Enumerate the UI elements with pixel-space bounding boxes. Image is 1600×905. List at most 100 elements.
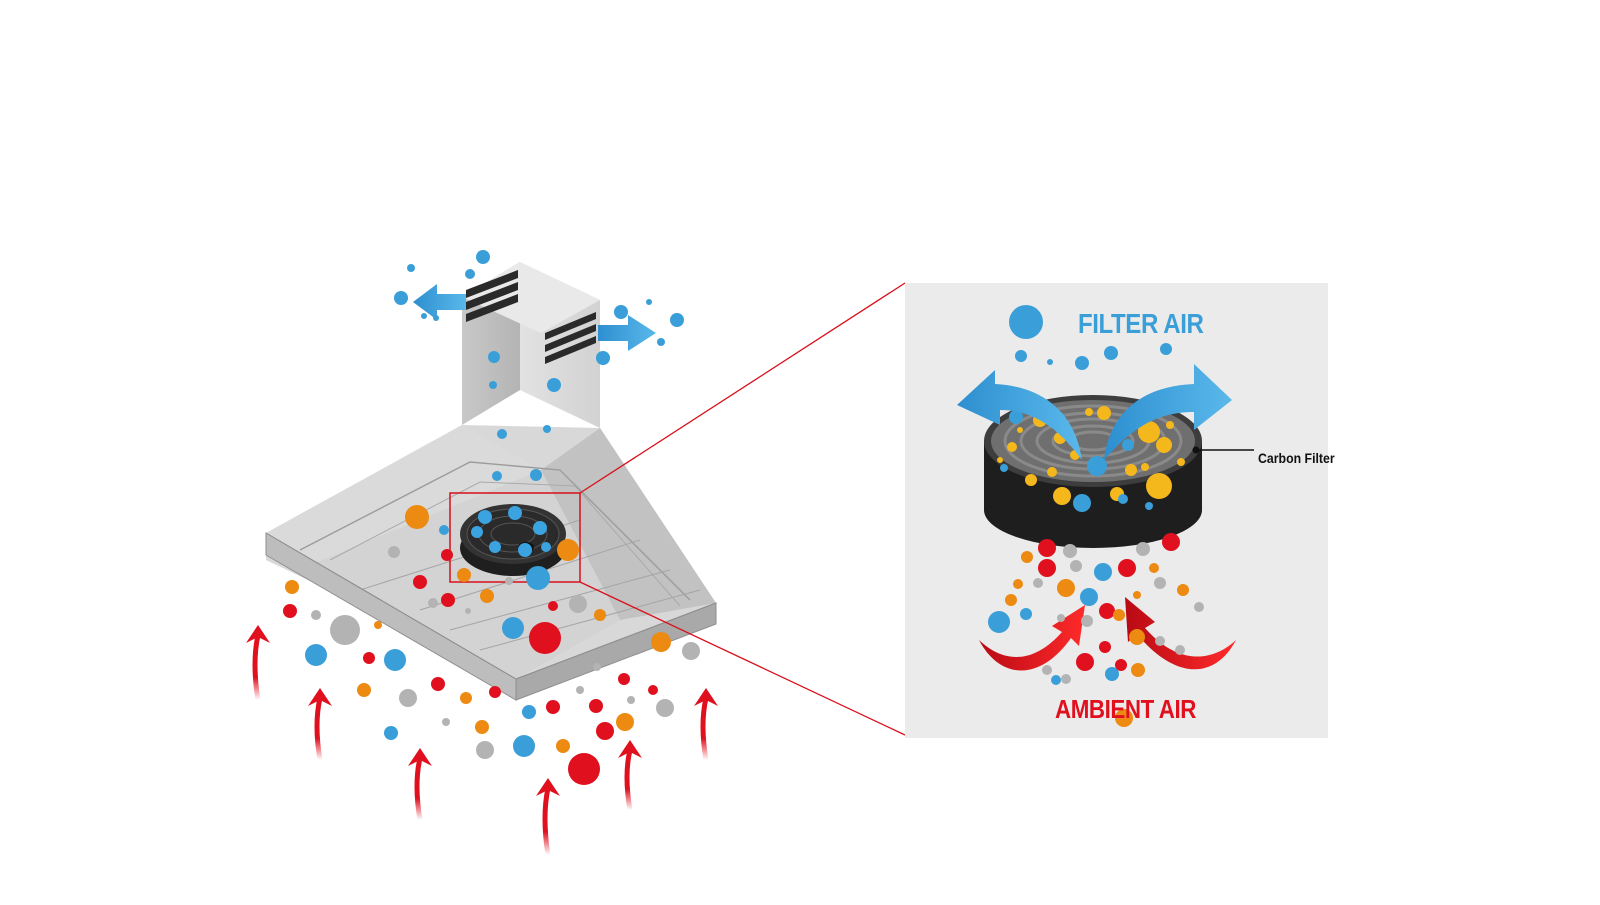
- callout-particle: [1051, 675, 1061, 685]
- air-particle: [502, 617, 524, 639]
- callout-particle: [1038, 559, 1056, 577]
- callout-particle: [1070, 560, 1082, 572]
- debris-particle: [1118, 494, 1128, 504]
- red-arrow-shaft: [542, 787, 551, 856]
- debris-particle: [1122, 439, 1134, 451]
- air-particle: [522, 705, 536, 719]
- air-particle: [627, 696, 635, 704]
- callout-lines: [579, 282, 906, 736]
- air-particle: [421, 313, 427, 319]
- debris-particle: [1146, 473, 1172, 499]
- exhaust-arrow-right: [598, 315, 656, 351]
- air-particle: [526, 566, 550, 590]
- callout-particle: [1129, 629, 1145, 645]
- debris-particle: [1138, 421, 1160, 443]
- air-particle: [413, 575, 427, 589]
- hood-carbon-filter: [460, 504, 566, 576]
- air-particle: [488, 351, 500, 363]
- callout-particle: [1047, 359, 1053, 365]
- air-particle: [547, 378, 561, 392]
- air-particle: [596, 722, 614, 740]
- callout-particle: [1075, 356, 1089, 370]
- hood-chimney: [462, 262, 600, 428]
- air-particle: [543, 425, 551, 433]
- air-particles: [283, 250, 700, 785]
- callout-particle: [1020, 608, 1032, 620]
- air-particle: [568, 753, 600, 785]
- filter-air-label: FILTER AIR: [1078, 308, 1204, 339]
- air-particle: [497, 429, 507, 439]
- air-particle: [480, 589, 494, 603]
- callout-particle: [1175, 645, 1185, 655]
- air-particle: [648, 685, 658, 695]
- callout-particle: [1076, 653, 1094, 671]
- callout-particle: [1113, 609, 1125, 621]
- callout-particle: [1133, 591, 1141, 599]
- air-particle: [596, 351, 610, 365]
- red-arrow-head: [246, 625, 270, 643]
- ambient-air-arrows: [246, 625, 718, 856]
- red-arrow-head: [694, 688, 718, 706]
- air-particle: [548, 601, 558, 611]
- air-particle: [457, 568, 471, 582]
- air-particle: [492, 471, 502, 481]
- callout-particle: [1099, 603, 1115, 619]
- exhaust-arrow-left: [413, 284, 466, 320]
- zoom-highlight-box: [449, 492, 581, 583]
- air-particle: [442, 718, 450, 726]
- air-particle: [460, 692, 472, 704]
- debris-particle: [1000, 464, 1008, 472]
- vent-slots-left: [466, 270, 518, 322]
- air-particle: [546, 700, 560, 714]
- debris-particle: [1085, 408, 1093, 416]
- filter-air-legend-dot: [1009, 305, 1043, 339]
- air-particle: [475, 720, 489, 734]
- red-arrow-shaft: [414, 757, 423, 821]
- air-particle: [439, 525, 449, 535]
- air-particle: [529, 622, 561, 654]
- air-particle: [428, 598, 438, 608]
- air-particle: [476, 741, 494, 759]
- filter-air-arrow-left: [957, 370, 1082, 460]
- air-particle: [614, 305, 628, 319]
- callout-particle: [1081, 615, 1093, 627]
- callout-particle: [1115, 659, 1127, 671]
- carbon-filter-closeup: [984, 395, 1202, 548]
- callout-particle: [1038, 539, 1056, 557]
- callout-particle: [1194, 602, 1204, 612]
- debris-particle: [1177, 458, 1185, 466]
- debris-particle: [1017, 427, 1023, 433]
- callout-particle: [1015, 350, 1027, 362]
- filter-air-arrow-right: [1104, 364, 1232, 460]
- air-particle: [305, 644, 327, 666]
- air-particle: [384, 726, 398, 740]
- debris-particle: [1125, 464, 1137, 476]
- callout-particle: [1005, 594, 1017, 606]
- air-particle: [374, 621, 382, 629]
- air-particle: [651, 632, 671, 652]
- callout-particle: [1057, 579, 1075, 597]
- debris-particle: [1025, 474, 1037, 486]
- air-particle: [363, 652, 375, 664]
- red-arrow-shaft: [624, 749, 633, 811]
- callout-particle: [1131, 663, 1145, 677]
- red-arrow-shaft: [314, 697, 323, 761]
- callout-particle: [1061, 674, 1071, 684]
- callout-particle: [1154, 577, 1166, 589]
- callout-particle: [1063, 544, 1077, 558]
- debris-particle: [1145, 502, 1153, 510]
- debris-particle: [1073, 494, 1091, 512]
- air-particle: [656, 699, 674, 717]
- debris-particle: [1166, 421, 1174, 429]
- air-particle: [465, 608, 471, 614]
- air-particle: [405, 505, 429, 529]
- callout-particle: [1155, 636, 1165, 646]
- air-particle: [513, 735, 535, 757]
- air-particle: [384, 649, 406, 671]
- callout-particle: [1136, 542, 1150, 556]
- air-particle: [441, 549, 453, 561]
- debris-particle: [1087, 456, 1107, 476]
- air-particle: [394, 291, 408, 305]
- air-particle: [618, 673, 630, 685]
- red-arrow-shaft: [700, 697, 709, 761]
